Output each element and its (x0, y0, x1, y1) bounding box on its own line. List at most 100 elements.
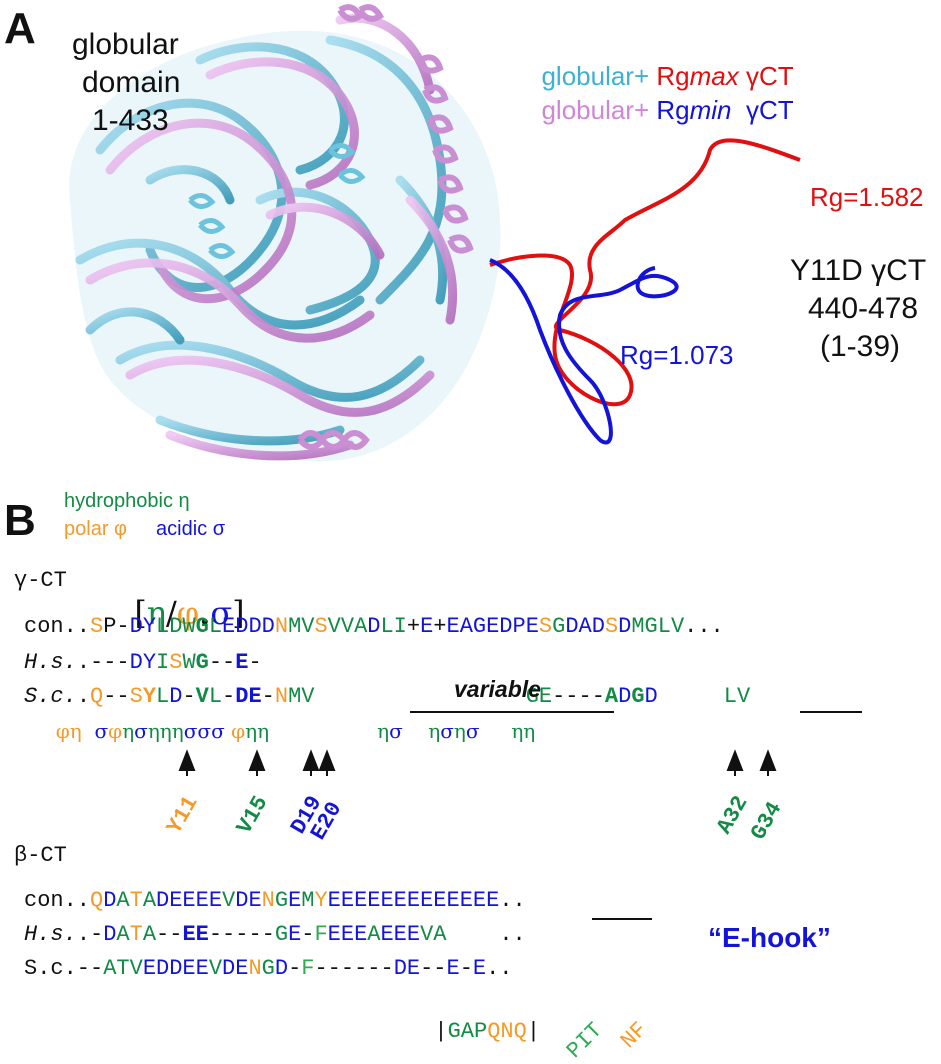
residue-segment: Y (314, 888, 328, 913)
residue-segment: + (433, 614, 447, 639)
residue-segment: con.. (24, 614, 91, 639)
residue-segment: L (208, 684, 223, 709)
residue-segment: φη (55, 719, 82, 743)
legend-line-rgmin: globular+ Rg min γCT (527, 64, 794, 126)
residue-segment: S (169, 650, 183, 675)
globular-label-line1: globular (72, 28, 179, 61)
residue-segment: - (459, 956, 473, 981)
residue-segment: DE (222, 956, 249, 981)
residue-segment: S (129, 684, 143, 709)
key-hydrophobic: hydrophobic η (64, 490, 190, 512)
legend-gct-text: γCT (738, 61, 794, 91)
residue-segment: G (274, 922, 289, 947)
residue-segment: EDDD (222, 614, 275, 639)
arrow-v15 (248, 749, 266, 776)
residue-segment: A (142, 922, 157, 947)
residue-segment: - (222, 684, 236, 709)
pattern-phi: φ (176, 594, 200, 632)
arrow-e20 (318, 749, 336, 776)
residue-segment: -- (420, 956, 447, 981)
residue-segment: A (604, 684, 619, 709)
residue-segment: E (235, 650, 249, 675)
arrow-d19 (302, 749, 320, 776)
globular-label-line3: 1-433 (92, 104, 169, 137)
residue-segment: EAGEDPE (446, 614, 539, 639)
residue-segment: G (552, 614, 566, 639)
residue-segment: ------ (314, 956, 394, 981)
residue-segment: Y (142, 684, 157, 709)
residue-segment: - (301, 922, 315, 947)
residue-segment: -- (103, 684, 130, 709)
residue-segment: DEEEE (156, 888, 223, 913)
residue-segment: W (182, 650, 196, 675)
residue-segment: V (208, 956, 223, 981)
residue-segment: ηη (511, 719, 536, 743)
residue-segment: .. (486, 956, 513, 981)
residue-segment: VA (420, 922, 447, 947)
insert-bar-left: | (434, 1019, 448, 1044)
residue-segment: - (248, 650, 262, 675)
legend-min-text: min (689, 95, 732, 125)
residue-segment: ηη (245, 719, 270, 743)
insert-gap: GAP (447, 1019, 488, 1044)
residue-segment: S.c. (24, 684, 77, 709)
residue-segment: D (618, 684, 632, 709)
residue-segment: . (76, 684, 91, 709)
residue-segment: T (129, 922, 143, 947)
residue-segment: V (195, 684, 209, 709)
residue-segment: EEE (380, 922, 421, 947)
seq-gamma-consensus: con..SP-DYLDWGLEDDDNMVSVVADLI+E+EAGEDPES… (24, 614, 724, 640)
legend-globular-pink: globular+ (541, 95, 650, 125)
residue-segment: MV (288, 614, 315, 639)
residue-segment: D (103, 888, 117, 913)
residue-segment: .--- (76, 650, 130, 675)
residue-segment: - (288, 956, 302, 981)
seq-gamma-sc: S.c..Q--SYLD-VL-DE-NMV GE----ADGD LV (24, 684, 750, 710)
pattern-open: [ (134, 594, 147, 632)
residue-segment: .. (499, 888, 526, 913)
residue-segment: D (367, 614, 381, 639)
legend-gct-text: γCT (731, 95, 794, 125)
residue-segment: LV (723, 684, 751, 709)
residue-segment: η (122, 719, 135, 743)
seq-gamma-hs: H.s..---DYISWG--E- (24, 650, 262, 676)
residue-segment: DE (235, 888, 262, 913)
globular-label-line2: domain (82, 66, 181, 99)
residue-segment: L (208, 614, 223, 639)
residue-segment: GE (525, 684, 553, 709)
pattern-close: ] (232, 594, 245, 632)
residue-segment: S (604, 614, 619, 639)
residue-segment: F (301, 956, 315, 981)
legend-globular-cyan: globular+ (541, 61, 650, 91)
residue-segment: EEE (327, 922, 368, 947)
residue-segment: S (90, 614, 104, 639)
residue-segment: G (195, 614, 209, 639)
residue-segment: E (288, 922, 302, 947)
residue-segment: G (274, 888, 289, 913)
residue-segment: D (618, 614, 632, 639)
residue-segment: σ (134, 719, 148, 743)
residue-segment: - (182, 684, 196, 709)
panel-a-letter: A (4, 4, 36, 53)
residue-segment: S (314, 614, 328, 639)
residue-segment: P- (103, 614, 130, 639)
tail-label-line1: Y11D γCT (790, 254, 927, 287)
residue-segment: DAD (565, 614, 605, 639)
residue-segment: N (261, 888, 275, 913)
legend-max-text: max (689, 61, 739, 91)
residue-segment: E (446, 956, 460, 981)
residue-segment: Q (90, 684, 104, 709)
residue-segment: ----- (208, 922, 275, 947)
residue-segment: L (156, 684, 170, 709)
arrow-y11 (178, 749, 196, 776)
residue-segment: T (129, 888, 143, 913)
residue-segment: E (288, 888, 302, 913)
panel-b-letter: B (4, 496, 36, 545)
residue-segment: LI (380, 614, 407, 639)
legend-rg-text: Rg (649, 61, 690, 91)
residue-segment: A (142, 888, 157, 913)
residue-segment: M (301, 888, 315, 913)
gamma-ct-title: γ-CT (14, 568, 67, 593)
residue-segment: ηηη (147, 719, 184, 743)
